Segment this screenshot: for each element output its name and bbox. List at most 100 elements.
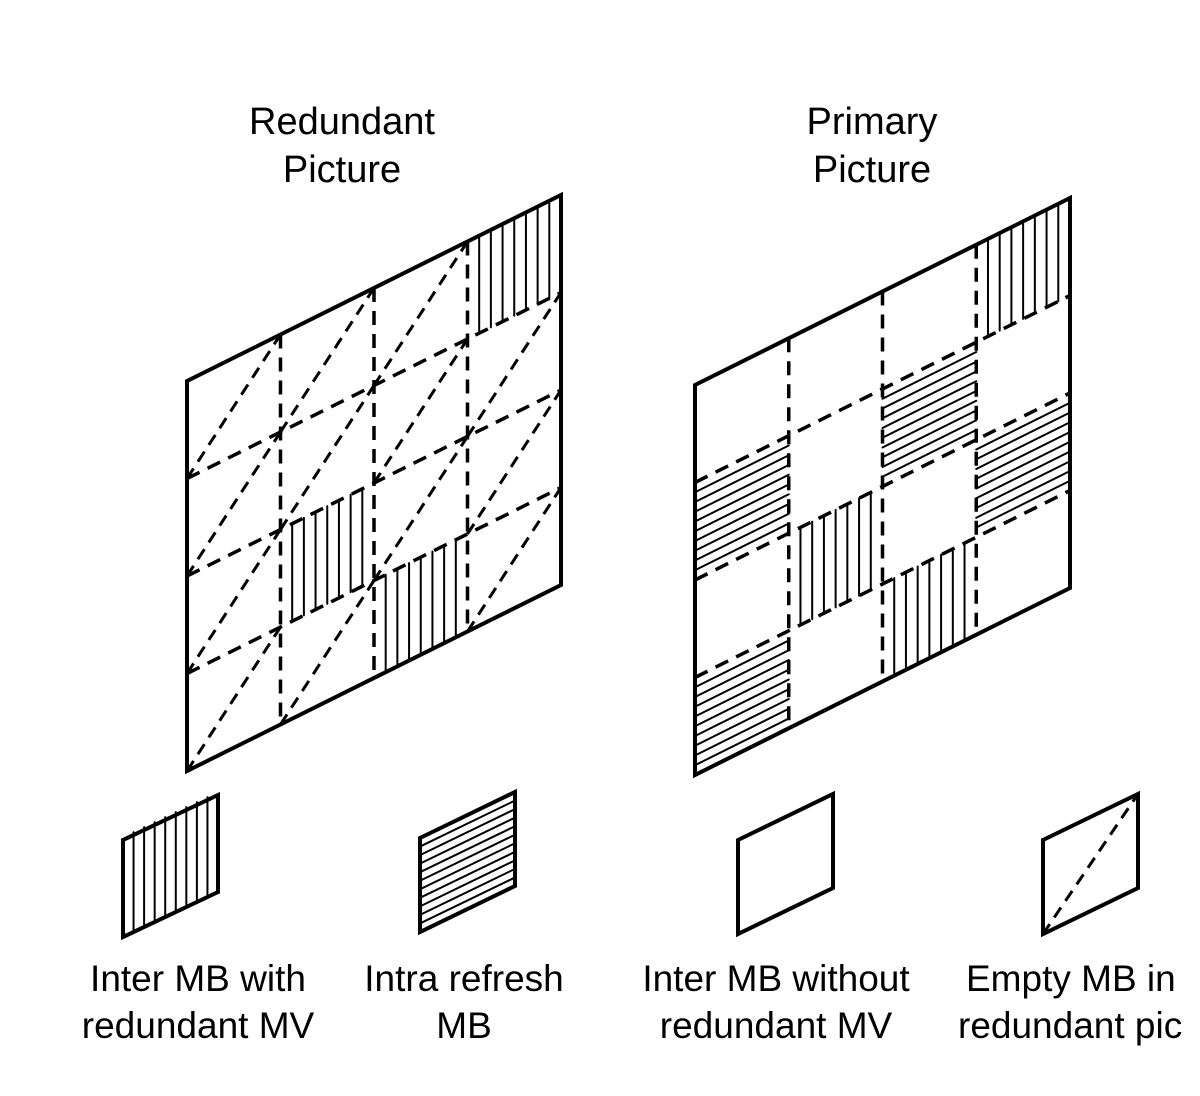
hatch-horizontal-line bbox=[419, 867, 516, 916]
legend-caption-plain: Inter MB without redundant MV bbox=[642, 958, 910, 1046]
empty-mb-diagonal bbox=[372, 240, 469, 387]
hatch-horizontal-line bbox=[881, 419, 978, 468]
primary-grid-horizontal bbox=[694, 488, 1071, 680]
legend-swatch-outline bbox=[736, 790, 835, 938]
hatch-horizontal-line bbox=[975, 479, 1071, 529]
empty-mb-diagonal bbox=[466, 389, 563, 535]
redundant-cell-0-0 bbox=[185, 333, 282, 480]
primary-cell-2-1 bbox=[799, 491, 872, 626]
hatch-horizontal-line bbox=[881, 380, 978, 429]
empty-mb-diagonal bbox=[372, 338, 469, 484]
empty-mb-diagonal bbox=[185, 333, 282, 480]
hatch-horizontal-line bbox=[419, 825, 516, 874]
redundant-cell-0-2 bbox=[372, 240, 469, 387]
hatch-horizontal-line bbox=[694, 464, 790, 513]
hatch-horizontal-line bbox=[881, 429, 978, 478]
hatch-horizontal-line bbox=[694, 454, 790, 503]
redundant-cell-3-2 bbox=[384, 538, 457, 674]
legend-swatch-inter_mv bbox=[121, 791, 220, 941]
hatch-horizontal-line bbox=[881, 399, 978, 449]
redundant-cell-2-0 bbox=[185, 528, 282, 675]
hatch-horizontal-line bbox=[975, 450, 1071, 500]
hatch-horizontal-line bbox=[694, 649, 790, 698]
empty-mb-diagonal bbox=[466, 291, 563, 438]
redundant-cell-3-1 bbox=[279, 579, 376, 726]
hatch-horizontal-line bbox=[419, 859, 516, 908]
legend-swatch-outline bbox=[121, 791, 220, 941]
empty-mb-diagonal bbox=[466, 486, 563, 633]
hatch-horizontal-line bbox=[694, 522, 790, 572]
redundant-cell-0-3 bbox=[478, 199, 551, 335]
empty-mb-diagonal bbox=[185, 431, 282, 577]
legend-swatch-empty bbox=[1041, 790, 1140, 938]
hatch-horizontal-line bbox=[419, 842, 516, 891]
legend-swatch-plain bbox=[736, 790, 835, 938]
hatch-horizontal-line bbox=[881, 351, 978, 400]
primary-grid-horizontal bbox=[694, 391, 1071, 582]
hatch-horizontal-line bbox=[419, 850, 516, 899]
hatch-horizontal-line bbox=[694, 698, 790, 747]
hatch-horizontal-line bbox=[694, 503, 790, 552]
redundant-picture-title: Redundant Picture bbox=[249, 101, 435, 191]
hatch-horizontal-line bbox=[694, 483, 790, 533]
redundant-outline bbox=[185, 191, 563, 775]
empty-mb-diagonal bbox=[185, 528, 282, 675]
primary-cell-1-0 bbox=[694, 444, 790, 572]
hatch-horizontal-line bbox=[694, 444, 790, 494]
primary-cell-3-2 bbox=[893, 542, 966, 677]
redundant-cell-3-0 bbox=[185, 626, 282, 772]
redundant-cell-2-3 bbox=[466, 389, 563, 535]
hatch-horizontal-line bbox=[694, 668, 790, 718]
redundant-cell-1-0 bbox=[185, 431, 282, 577]
hatch-horizontal-line bbox=[694, 688, 790, 737]
hatch-horizontal-line bbox=[975, 440, 1071, 490]
hatch-horizontal-line bbox=[694, 707, 790, 757]
hatch-horizontal-line bbox=[975, 431, 1071, 480]
primary-outline bbox=[693, 194, 1072, 779]
legend-caption-inter-mv: Inter MB with redundant MV bbox=[81, 958, 315, 1046]
hatch-horizontal-line bbox=[419, 876, 516, 925]
legend-swatches bbox=[121, 788, 1140, 941]
hatch-horizontal-line bbox=[694, 639, 790, 689]
legend-swatch-outline bbox=[418, 788, 517, 936]
primary-cell-2-3 bbox=[975, 401, 1071, 529]
hatch-horizontal-line bbox=[975, 470, 1071, 519]
hatch-horizontal-line bbox=[694, 678, 790, 728]
hatch-horizontal-line bbox=[694, 512, 790, 562]
primary-cell-1-2 bbox=[881, 351, 978, 478]
empty-mb-diagonal bbox=[279, 384, 376, 531]
redundant-cell-1-1 bbox=[279, 384, 376, 531]
hatch-horizontal-line bbox=[975, 401, 1071, 451]
primary-cell-3-0 bbox=[694, 639, 790, 767]
redundant-cell-3-3 bbox=[466, 486, 563, 633]
primary-picture-grid bbox=[693, 194, 1072, 779]
hatch-horizontal-line bbox=[419, 808, 516, 857]
legend-caption-intra: Intra refresh MB bbox=[364, 958, 564, 1046]
redundant-cell-1-2 bbox=[372, 338, 469, 484]
empty-mb-diagonal bbox=[279, 579, 376, 726]
hatch-horizontal-line bbox=[975, 460, 1071, 509]
hatch-horizontal-line bbox=[694, 659, 790, 708]
hatch-horizontal-line bbox=[881, 409, 978, 459]
hatch-horizontal-line bbox=[419, 816, 516, 865]
primary-picture-title: Primary Picture bbox=[806, 101, 938, 191]
hatch-horizontal-line bbox=[881, 390, 978, 439]
empty-mb-diagonal bbox=[279, 287, 376, 433]
legend-swatch-outline bbox=[1041, 790, 1140, 938]
hatch-horizontal-line bbox=[975, 411, 1071, 461]
hatch-horizontal-line bbox=[419, 833, 516, 882]
hatch-horizontal-line bbox=[694, 717, 790, 767]
redundant-cell-0-1 bbox=[279, 287, 376, 433]
empty-mb-diagonal bbox=[1041, 793, 1140, 935]
legend-caption-empty: Empty MB in redundant pic bbox=[958, 958, 1183, 1046]
hatch-horizontal-line bbox=[694, 473, 790, 523]
redundant-cell-2-2 bbox=[372, 435, 469, 582]
hatch-horizontal-line bbox=[694, 493, 790, 542]
primary-cell-0-3 bbox=[986, 202, 1060, 338]
hatch-horizontal-line bbox=[881, 370, 978, 420]
redundant-cell-1-3 bbox=[466, 291, 563, 438]
redundant-picture-grid bbox=[185, 191, 563, 775]
empty-mb-diagonal bbox=[185, 626, 282, 772]
legend-swatch-intra bbox=[418, 788, 517, 936]
